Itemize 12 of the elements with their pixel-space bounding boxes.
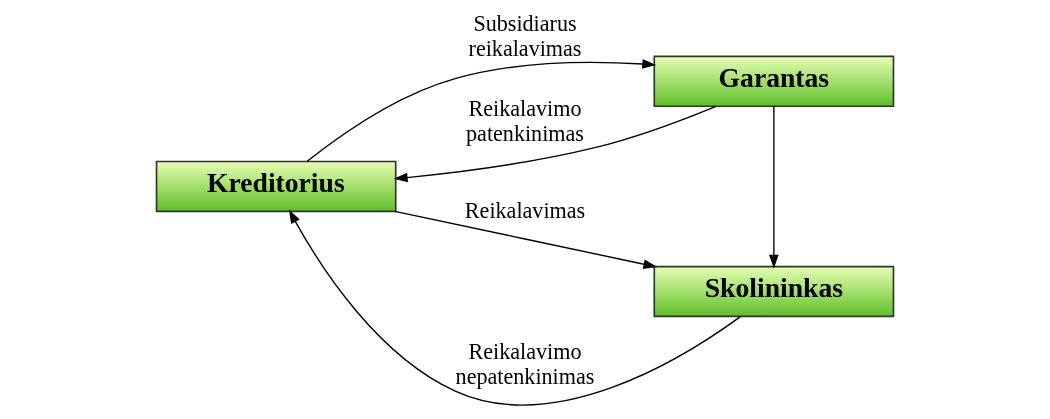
node-box: Garantas [653, 55, 895, 108]
edge-label: Reikalavimas [464, 197, 586, 223]
node-box: Kreditorius [155, 160, 397, 213]
arrow [394, 210, 658, 269]
edge-label: Subsidiarus reikalavimas [468, 11, 582, 62]
arrow [306, 59, 657, 162]
edge-label: Reikalavimo patenkinimas [466, 95, 584, 146]
node-box: Skolininkas [653, 265, 895, 318]
arrow [393, 105, 717, 183]
edge-label: Reikalavimo nepatenkinimas [455, 338, 595, 389]
arrow [769, 105, 779, 269]
arrow [288, 209, 742, 406]
